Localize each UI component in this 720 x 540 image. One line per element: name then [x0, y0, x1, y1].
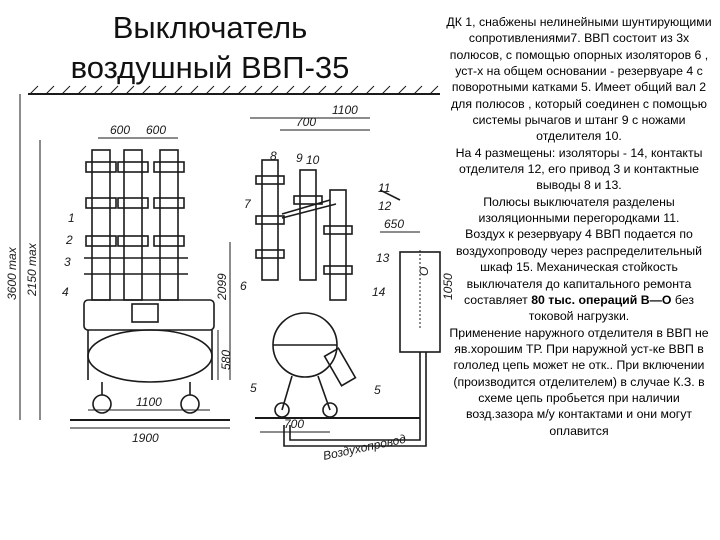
description-text: ДК 1, снабжены нелинейными шунтирующими …	[444, 14, 714, 439]
paragraph-5: Применение наружного отделителя в ВВП не…	[449, 325, 709, 438]
callout-14: 14	[372, 285, 386, 299]
dim-2150-max: 2150 max	[25, 242, 39, 297]
dim-1050: 1050	[441, 273, 455, 300]
right-view	[255, 159, 357, 418]
callout-11: 11	[378, 181, 390, 195]
dim-650: 650	[384, 217, 404, 231]
dim-1100-top: 1100	[332, 103, 358, 117]
paragraph-4: Воздух к резервуару 4 ВВП подается по во…	[444, 226, 714, 324]
paragraph-3: Полюсы выключателя разделены изоляционны…	[478, 194, 680, 226]
callout-13: 13	[376, 251, 390, 265]
callout-8: 8	[270, 149, 277, 163]
callout-9: 9	[296, 151, 303, 165]
paragraph-4-end: без токовой нагрузки.	[528, 292, 694, 324]
slide-title: Выключатель воздушный ВВП-35	[40, 8, 380, 88]
callout-1: 1	[68, 211, 75, 225]
callout-4: 4	[62, 285, 69, 299]
dim-700-bottom: 700	[284, 417, 304, 431]
paragraph-4-start: Воздух к резервуару 4 ВВП подается по во…	[456, 227, 702, 307]
dim-580: 580	[219, 350, 233, 370]
title-line-2: воздушный ВВП-35	[70, 50, 350, 85]
callout-12: 12	[378, 199, 392, 213]
dim-1900: 1900	[132, 431, 159, 445]
left-view-poles	[84, 149, 188, 301]
paragraph-2: На 4 размещены: изоляторы - 14, контакты…	[455, 145, 703, 193]
dim-1100-bottom: 1100	[136, 395, 162, 409]
title-line-1: Выключатель	[112, 10, 308, 45]
paragraph-4-bold: 80 тыс. операций В—О	[531, 292, 672, 307]
technical-drawing: 1100 600 600 700 650 1050 2099 580 1100 …	[5, 85, 455, 463]
dim-3600-max: 3600 max	[5, 246, 19, 300]
paragraph-1: ДК 1, снабжены нелинейными шунтирующими …	[446, 15, 712, 144]
dim-600-a: 600	[110, 123, 130, 137]
cabinet-letter: О	[417, 267, 431, 276]
callout-7: 7	[244, 197, 252, 211]
dim-600-b: 600	[146, 123, 166, 137]
air-pipe-label: Воздухопровод	[322, 432, 408, 463]
callout-5: 5	[250, 381, 257, 395]
callout-3: 3	[64, 255, 71, 269]
dim-2099: 2099	[215, 273, 229, 301]
dim-700: 700	[296, 115, 316, 129]
callout-10: 10	[306, 153, 320, 167]
callout-6: 6	[240, 279, 247, 293]
callout-2: 2	[65, 233, 73, 247]
callout-5b: 5	[374, 383, 381, 397]
